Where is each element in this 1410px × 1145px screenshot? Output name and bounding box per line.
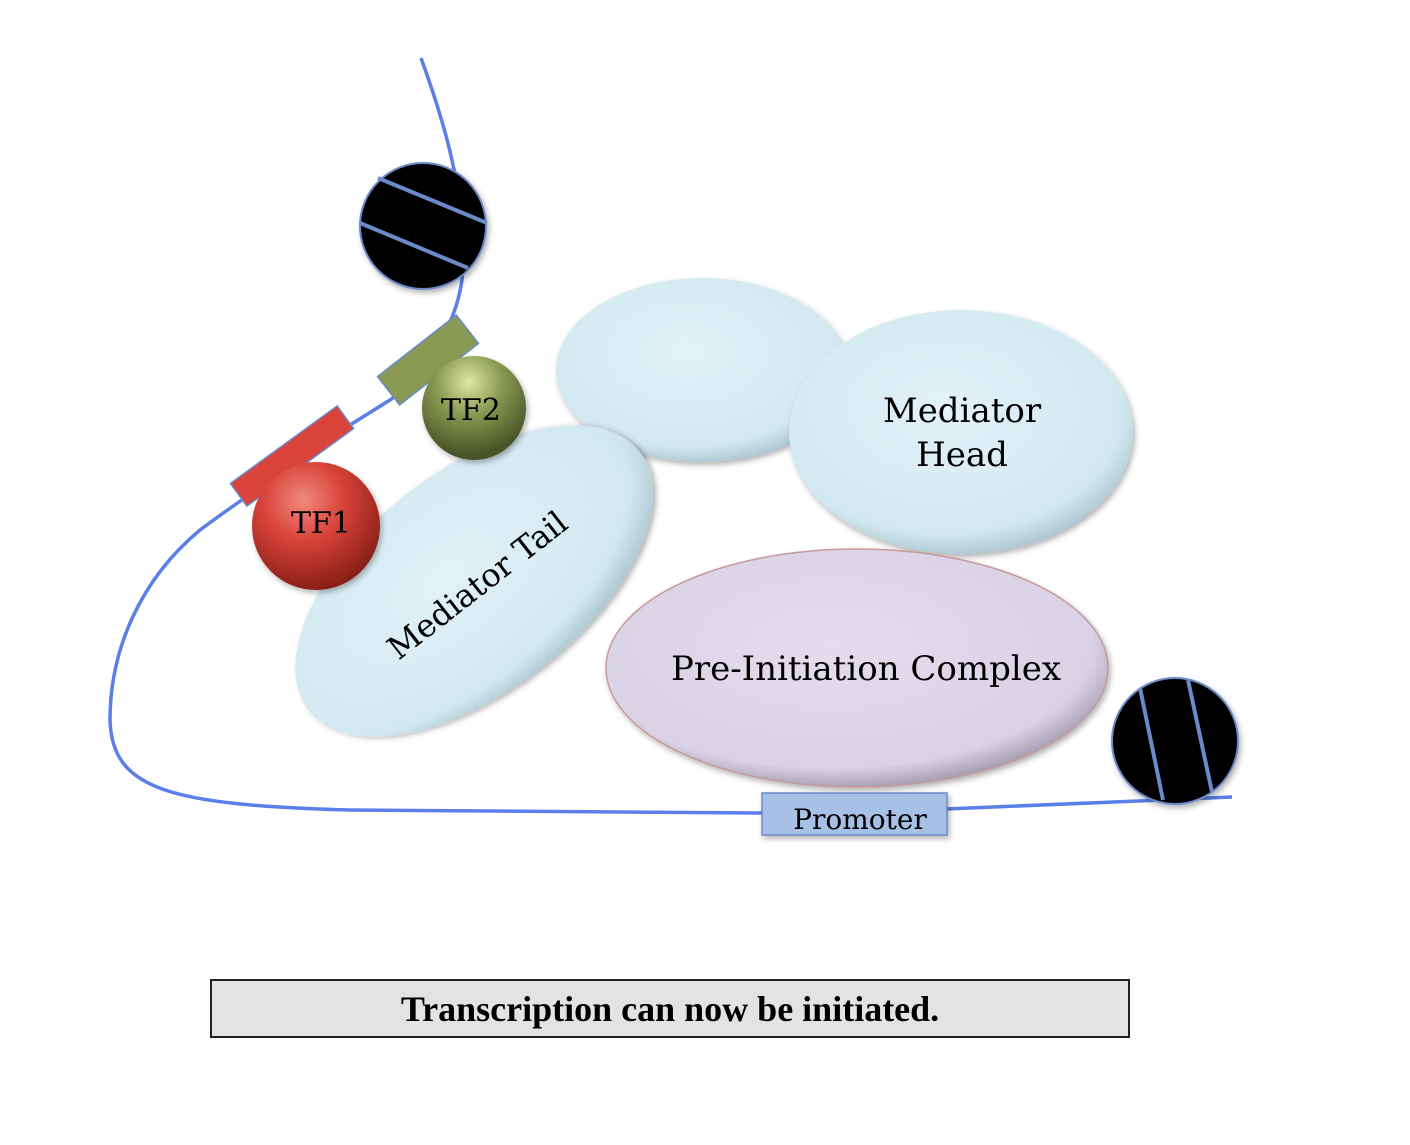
- mediator-middle: [556, 278, 848, 462]
- pic-label: Pre-Initiation Complex: [671, 649, 1061, 689]
- mediator-head-label-line2: Head: [916, 435, 1008, 475]
- pre-initiation-complex: [605, 548, 1109, 788]
- nucleosome-top: [359, 162, 488, 290]
- nucleosome-bottom: [1111, 677, 1239, 805]
- tf2-label: TF2: [441, 393, 501, 428]
- mediator-tail: [295, 425, 653, 737]
- promoter-label: Promoter: [793, 803, 927, 836]
- caption-box: Transcription can now be initiated.: [210, 979, 1130, 1038]
- promoter-box: [761, 792, 948, 836]
- tf1-label: TF1: [291, 506, 351, 541]
- mediator-head: [789, 310, 1133, 554]
- caption-text: Transcription can now be initiated.: [400, 988, 940, 1029]
- mediator-head-label-line1: Mediator: [883, 391, 1042, 431]
- tf2-sphere: [422, 356, 526, 460]
- tf1-sphere: [252, 462, 380, 590]
